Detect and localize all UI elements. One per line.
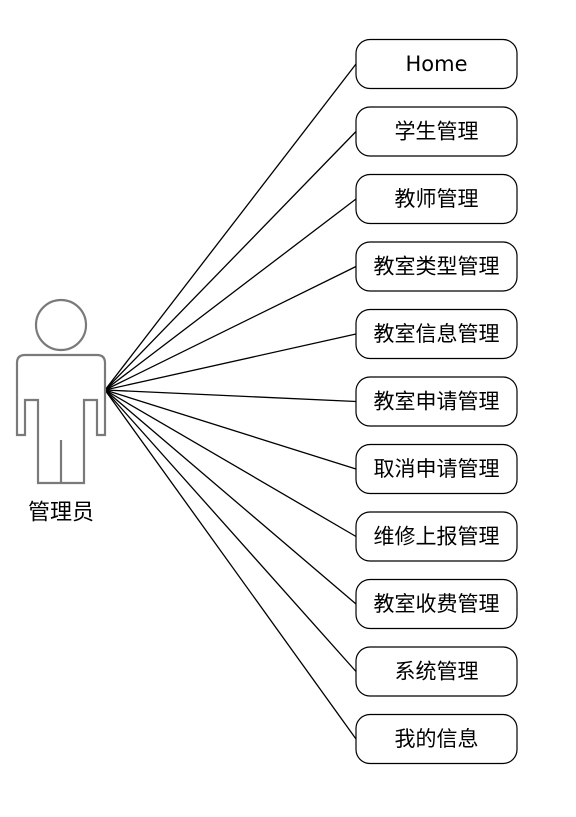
use-case-box [355, 173, 518, 225]
use-case-label: 维修上报管理 [374, 525, 500, 549]
use-case-box [355, 443, 518, 495]
use-case-label: 系统管理 [395, 660, 479, 684]
use-case-box [355, 646, 518, 697]
use-case-item: Home [355, 38, 518, 90]
actor-admin: 管理员 [15, 298, 107, 526]
use-case-box [355, 376, 518, 427]
use-case-box [355, 106, 518, 157]
association-line [104, 333, 357, 391]
use-case-label: Home [405, 52, 467, 76]
association-line [104, 389, 357, 470]
use-case-item: 系统管理 [355, 646, 518, 697]
use-case-label: 教室信息管理 [374, 322, 500, 346]
association-line [104, 389, 357, 403]
use-case-item: 教室类型管理 [355, 241, 518, 292]
use-case-box [355, 241, 518, 292]
use-case-box [355, 713, 518, 765]
use-case-item: 学生管理 [355, 106, 518, 157]
use-case-label: 教室收费管理 [374, 592, 500, 616]
association-line [104, 389, 357, 538]
use-case-box [355, 308, 518, 360]
actor-label: 管理员 [28, 501, 94, 526]
use-case-item: 教室收费管理 [355, 578, 518, 630]
association-line [104, 63, 357, 391]
use-case-label: 我的信息 [395, 727, 479, 751]
use-case-box [355, 511, 518, 562]
person-icon [15, 298, 107, 485]
association-line [104, 389, 357, 605]
use-case-label: 学生管理 [395, 120, 479, 144]
association-line [104, 389, 357, 672]
use-case-label: 取消申请管理 [374, 457, 500, 481]
use-case-item: 教室申请管理 [355, 376, 518, 427]
association-line [104, 389, 357, 740]
use-case-item: 取消申请管理 [355, 443, 518, 495]
association-line [104, 198, 357, 391]
use-case-label: 教室类型管理 [374, 255, 500, 279]
use-case-item: 教师管理 [355, 173, 518, 225]
use-case-label: 教师管理 [395, 187, 479, 211]
association-lines [104, 63, 357, 740]
use-case-item: 我的信息 [355, 713, 518, 765]
use-case-list: Home 学生管理教师管理教室类型管理教室信息管理教室申请管理取消申请管理维修上报… [355, 38, 518, 765]
use-case-box [355, 38, 518, 90]
use-case-label: 教室申请管理 [374, 390, 500, 414]
use-case-item: 维修上报管理 [355, 511, 518, 562]
association-line [104, 131, 357, 391]
association-line [104, 265, 357, 391]
use-case-item: 教室信息管理 [355, 308, 518, 360]
use-case-box [355, 578, 518, 630]
